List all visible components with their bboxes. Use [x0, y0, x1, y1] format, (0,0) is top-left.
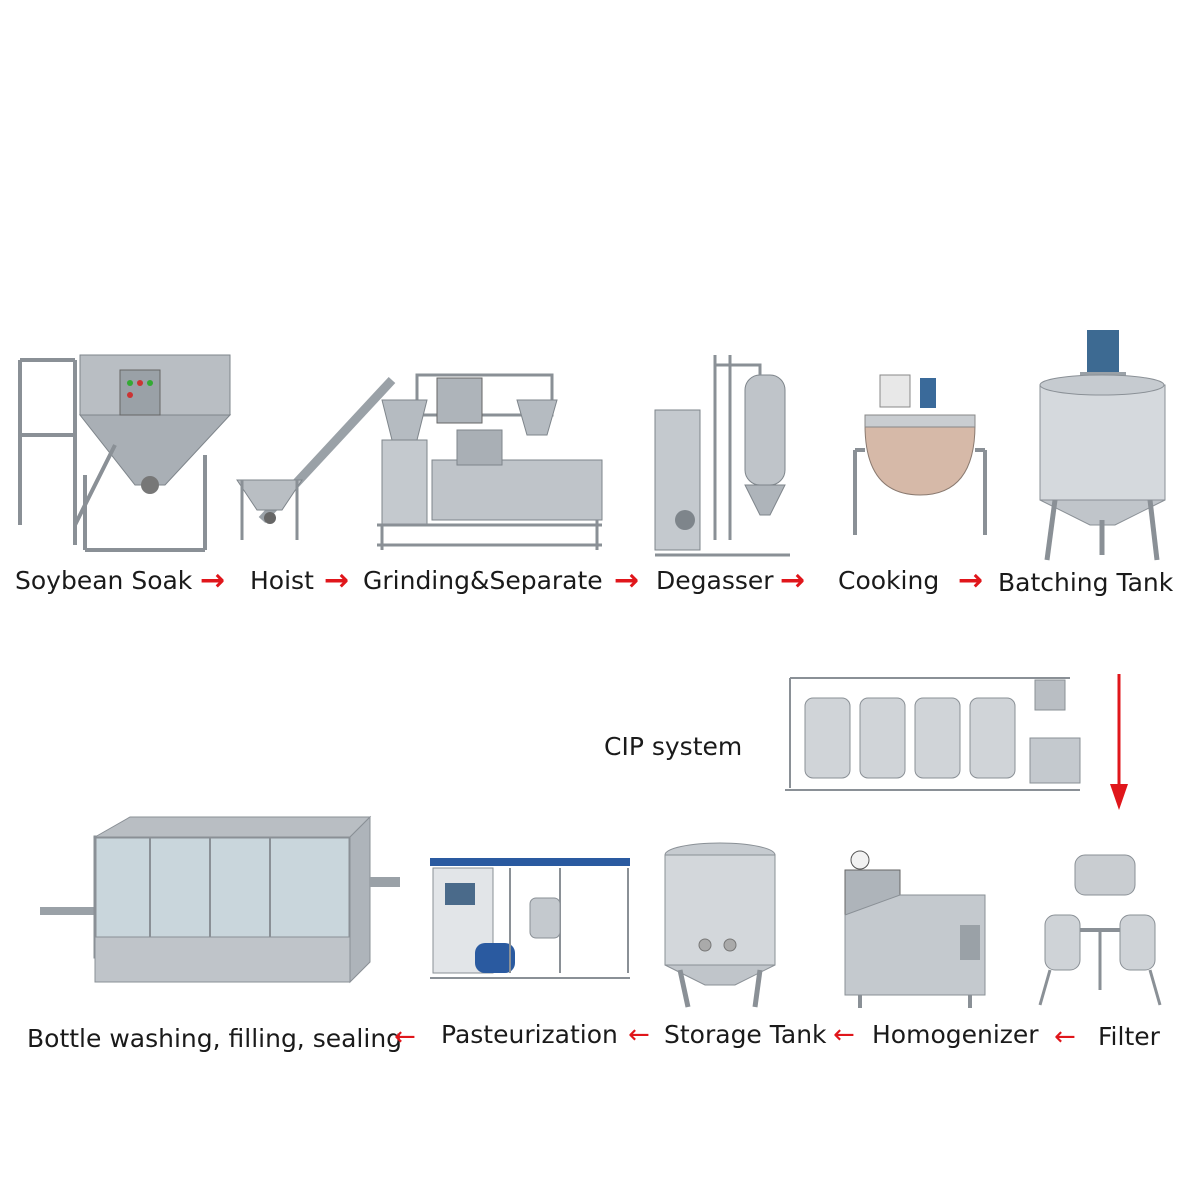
cip-system-label: CIP system [604, 732, 743, 761]
cooking-kettle-machine [845, 370, 995, 540]
right-arrow-icon: → [958, 563, 984, 598]
step-hoist: Hoist [250, 566, 314, 595]
left-arrow-icon: ← [1054, 1022, 1076, 1052]
left-arrow-icon: ← [833, 1020, 855, 1050]
soybean-soak-machine [15, 335, 240, 555]
right-arrow-icon: → [614, 563, 640, 598]
step-pasteurization: Pasteurization [441, 1020, 618, 1049]
filter-machine [1035, 850, 1165, 1010]
right-arrow-icon: → [780, 563, 806, 598]
storage-tank-machine [660, 835, 780, 1010]
left-arrow-icon: ← [394, 1022, 416, 1052]
step-degasser: Degasser [656, 566, 774, 595]
left-arrow-icon: ← [628, 1020, 650, 1050]
step-cooking: Cooking [838, 566, 940, 595]
grinding-separate-machine [372, 370, 607, 555]
step-filter: Filter [1098, 1022, 1160, 1051]
step-storage-tank: Storage Tank [664, 1020, 827, 1049]
hoist-machine [232, 370, 402, 545]
step-bottle-washing-filling-sealing: Bottle washing, filling, sealing [27, 1024, 403, 1053]
pasteurization-machine [430, 843, 635, 993]
step-batching-tank: Batching Tank [998, 568, 1174, 597]
homogenizer-machine [840, 850, 990, 1010]
step-soybean-soak: Soybean Soak [15, 566, 193, 595]
down-arrow-icon [1107, 674, 1131, 814]
bottle-washing-filling-sealing-machine [40, 812, 405, 1012]
step-grinding-separate: Grinding&Separate [363, 566, 603, 595]
cip-system-machine [780, 668, 1090, 796]
step-homogenizer: Homogenizer [872, 1020, 1039, 1049]
degasser-machine [650, 350, 795, 565]
batching-tank-machine [1035, 330, 1170, 565]
right-arrow-icon: → [324, 563, 350, 598]
right-arrow-icon: → [200, 563, 226, 598]
